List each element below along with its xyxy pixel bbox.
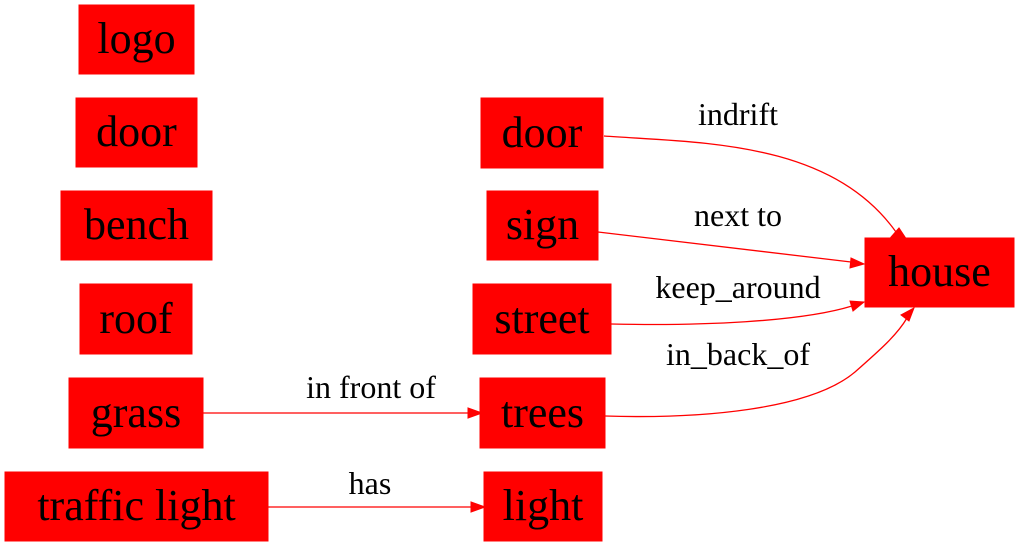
edge-sign-house: next to (597, 197, 866, 269)
edge-trees-house-arrowhead (900, 306, 915, 322)
node-logo-label: logo (97, 14, 175, 63)
edge-door-house-line (603, 135, 897, 233)
node-sign-label: sign (506, 200, 579, 249)
edge-sign-house-line (597, 231, 852, 263)
node-trees: trees (479, 377, 606, 449)
edge-label-traffic-light-light: has (349, 465, 392, 501)
node-traffic-light-label: traffic light (37, 481, 235, 530)
edge-label-grass-trees: in front of (306, 369, 436, 405)
edge-label-trees-house: in_back_of (666, 336, 810, 372)
node-door-left-label: door (96, 107, 177, 156)
node-bench: bench (60, 190, 213, 261)
node-door-mid-label: door (502, 108, 583, 157)
node-grass: grass (68, 377, 204, 449)
node-logo: logo (78, 4, 195, 75)
node-door-mid: door (480, 97, 604, 169)
node-roof-label: roof (99, 294, 173, 343)
node-street: street (472, 283, 612, 355)
edge-label-door-house: indrift (698, 96, 778, 132)
edge-label-street-house: keep_around (655, 269, 820, 305)
edge-street-house: keep_around (610, 269, 866, 326)
edge-street-house-line (610, 305, 853, 326)
edge-label-sign-house: next to (694, 197, 782, 233)
node-light: light (483, 471, 603, 542)
node-light-label: light (503, 481, 584, 530)
edge-trees-house: in_back_of (604, 306, 915, 418)
edge-traffic-light-light: has (268, 465, 487, 513)
edge-grass-trees: in front of (203, 369, 484, 419)
edge-grass-trees-arrowhead (467, 407, 484, 419)
node-traffic-light: traffic light (4, 471, 269, 542)
edge-traffic-light-light-arrowhead (470, 501, 487, 513)
edge-sign-house-arrowhead (849, 257, 866, 269)
node-grass-label: grass (91, 388, 181, 437)
edge-door-house: indrift (603, 96, 909, 241)
node-house-label: house (888, 247, 991, 296)
edge-trees-house-line (604, 317, 908, 418)
node-door-left: door (75, 97, 198, 168)
edge-street-house-arrowhead (849, 300, 866, 312)
node-house: house (864, 237, 1015, 308)
node-sign: sign (486, 190, 599, 261)
node-street-label: street (494, 294, 589, 343)
node-roof: roof (79, 283, 193, 355)
node-bench-label: bench (84, 200, 189, 249)
node-trees-label: trees (501, 388, 584, 437)
